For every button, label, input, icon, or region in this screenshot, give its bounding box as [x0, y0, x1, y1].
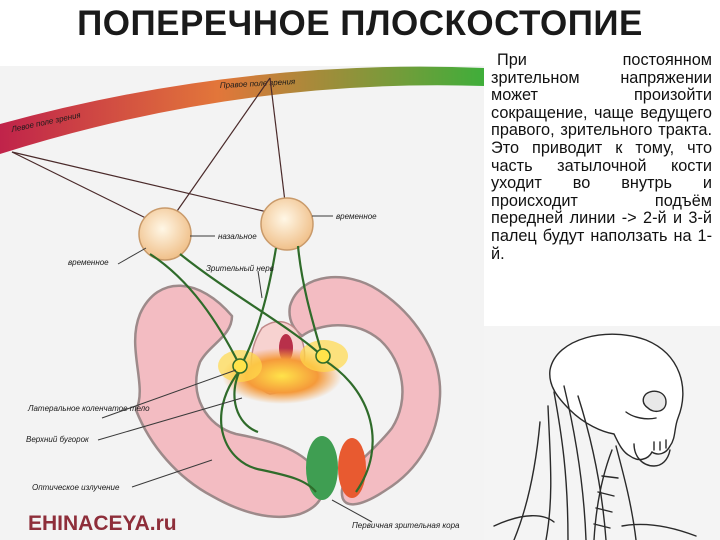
watermark: EHINACEYA.ru [28, 512, 177, 535]
right-eye [260, 197, 314, 251]
lgn-left [232, 358, 248, 374]
vertebrae [593, 475, 619, 529]
cheekbone [625, 411, 657, 420]
neck-muscle-2 [563, 385, 587, 540]
right-field-label: Правое поле зрения [220, 77, 297, 90]
left-hemisphere [133, 284, 325, 518]
right-hemisphere [288, 276, 442, 506]
lgn-right [315, 348, 331, 364]
teeth [653, 439, 667, 451]
neck-muscle-1 [553, 391, 569, 540]
neck-muscle-5 [513, 421, 541, 540]
body-text: При постоянном зрительном напряжении мож… [491, 51, 712, 263]
cortex-red [338, 438, 366, 498]
field-lines [11, 77, 287, 229]
neck-muscle-4 [577, 395, 607, 540]
left-eye [138, 207, 192, 261]
nasal-label: назальное [218, 232, 257, 241]
jaw [633, 443, 671, 467]
clavicle [621, 523, 697, 537]
visual-pathway-figure: Левое поле зрения Правое поле зрения [0, 66, 484, 540]
slide-title: ПОПЕРЕЧНОЕ ПЛОСКОСТОПИЕ [77, 4, 643, 43]
lgn-label-text: Латеральное коленчатое тело [27, 404, 150, 413]
temporal-left-label: временное [68, 258, 109, 267]
skull-neck-illustration [484, 326, 720, 540]
lgn-label: Латеральное коленчатое тело [27, 404, 150, 413]
optic-radiation-label: Оптическое излучение [32, 483, 120, 492]
optic-nerve-label: Зрительный нерв [206, 264, 274, 273]
primary-cortex-label: Первичная зрительная кора [352, 521, 460, 530]
visual-field-arc [0, 66, 484, 154]
sternocleidomastoid [615, 445, 637, 540]
temporal-right-label: временное [336, 212, 377, 221]
cortex-green [306, 436, 338, 500]
eye-socket [642, 390, 667, 413]
superior-colliculus-label: Верхний бугорок [26, 435, 90, 444]
neck-muscle-3 [545, 405, 552, 540]
shoulder [493, 515, 555, 527]
label-lines [97, 215, 373, 523]
skull-outline [549, 333, 684, 461]
